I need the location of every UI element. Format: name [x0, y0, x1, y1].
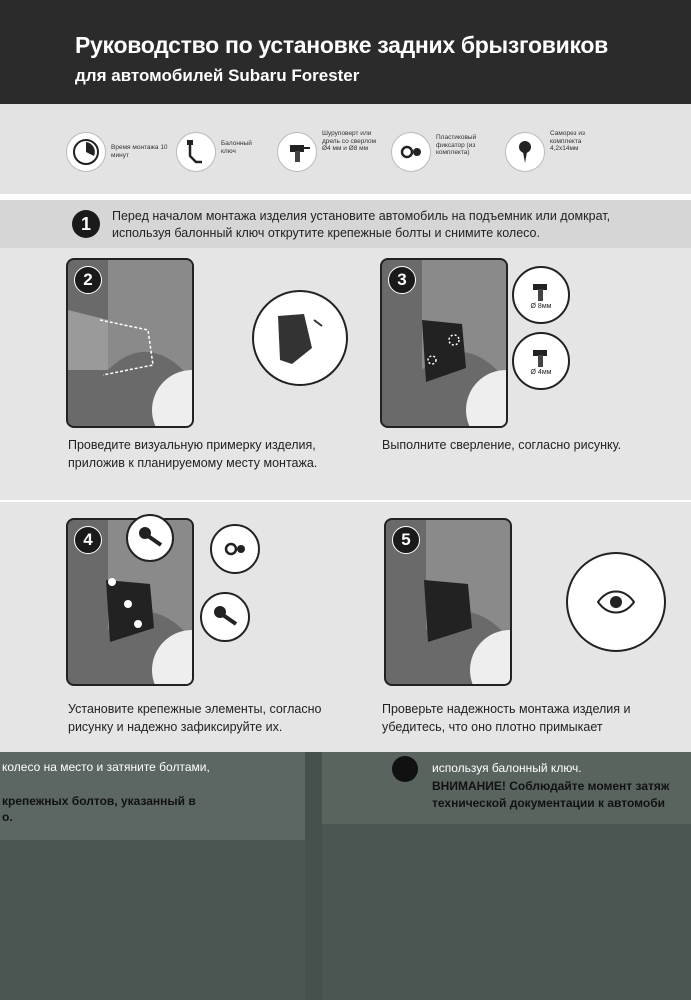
drill-4mm-callout: Ø 4мм [512, 332, 570, 390]
screw-callout [126, 514, 174, 562]
step-number: 4 [74, 526, 102, 554]
footer-band: колесо на место и затяните болтами, креп… [0, 752, 691, 1000]
drill-icon [277, 132, 317, 172]
clip-icon [391, 132, 431, 172]
step-5-caption: Проверьте надежность монтажа изделия и у… [382, 702, 631, 734]
drill-icon [533, 283, 547, 301]
footer-left-line-2: крепежных болтов, указанный в [2, 794, 196, 808]
wrench-icon [176, 132, 216, 172]
footer-right-line-3: технической документации к автомоби [432, 796, 665, 810]
step-2-illustration: 2 [66, 258, 194, 428]
clock-icon [66, 132, 106, 172]
step-number: 3 [388, 266, 416, 294]
tool-drill: Шуруповерт или дрель со сверлом Ø4 мм и … [277, 130, 382, 172]
tool-wrench: Балонный ключ [176, 132, 261, 172]
step-number: 5 [392, 526, 420, 554]
tool-clip: Пластиковый фиксатор (из комплекта) [391, 132, 494, 172]
screw-icon [505, 132, 545, 172]
tool-time: Время монтажа 10 минут [66, 132, 173, 172]
clip-callout [210, 524, 260, 574]
screw-icon [214, 606, 238, 626]
step-5-illustration: 5 [384, 518, 512, 686]
footer-right-line-2: ВНИМАНИЕ! Соблюдайте момент затяж [432, 779, 670, 793]
step-number: 1 [72, 210, 100, 238]
inspect-eye-callout [566, 552, 666, 652]
page-title: Руководство по установке задних брызгови… [75, 32, 608, 58]
tool-screw: Саморез из комплекта 4,2х14мм [505, 130, 608, 172]
tools-row: Время монтажа 10 минут Балонный ключ Шур… [0, 104, 691, 194]
drill-icon [533, 349, 547, 367]
step-number: 2 [74, 266, 102, 294]
drill-8mm-callout: Ø 8мм [512, 266, 570, 324]
step-text: Перед началом монтажа изделия установите… [112, 209, 611, 240]
screw-icon [139, 527, 163, 547]
step-4-caption: Установите крепежные элементы, согласно … [68, 702, 322, 734]
step-3-caption: Выполните сверление, согласно рисунку. [382, 438, 622, 452]
step-1: 1 Перед началом монтажа изделия установи… [0, 200, 691, 248]
mudflap-callout [252, 290, 348, 386]
page-header: Руководство по установке задних брызгови… [0, 0, 691, 104]
step-3-illustration: 3 [380, 258, 508, 428]
footer-left-line-1: колесо на место и затяните болтами, [2, 760, 210, 774]
footer-right-line-1: используя балонный ключ. [432, 761, 582, 775]
eye-icon [596, 590, 636, 614]
footer-left-line-3: о. [2, 810, 13, 824]
clip-icon [224, 542, 245, 556]
screw-callout [200, 592, 250, 642]
page-subtitle: для автомобилей Subaru Forester [75, 66, 360, 85]
step-2-caption: Проведите визуальную примерку изделия, п… [68, 438, 318, 470]
